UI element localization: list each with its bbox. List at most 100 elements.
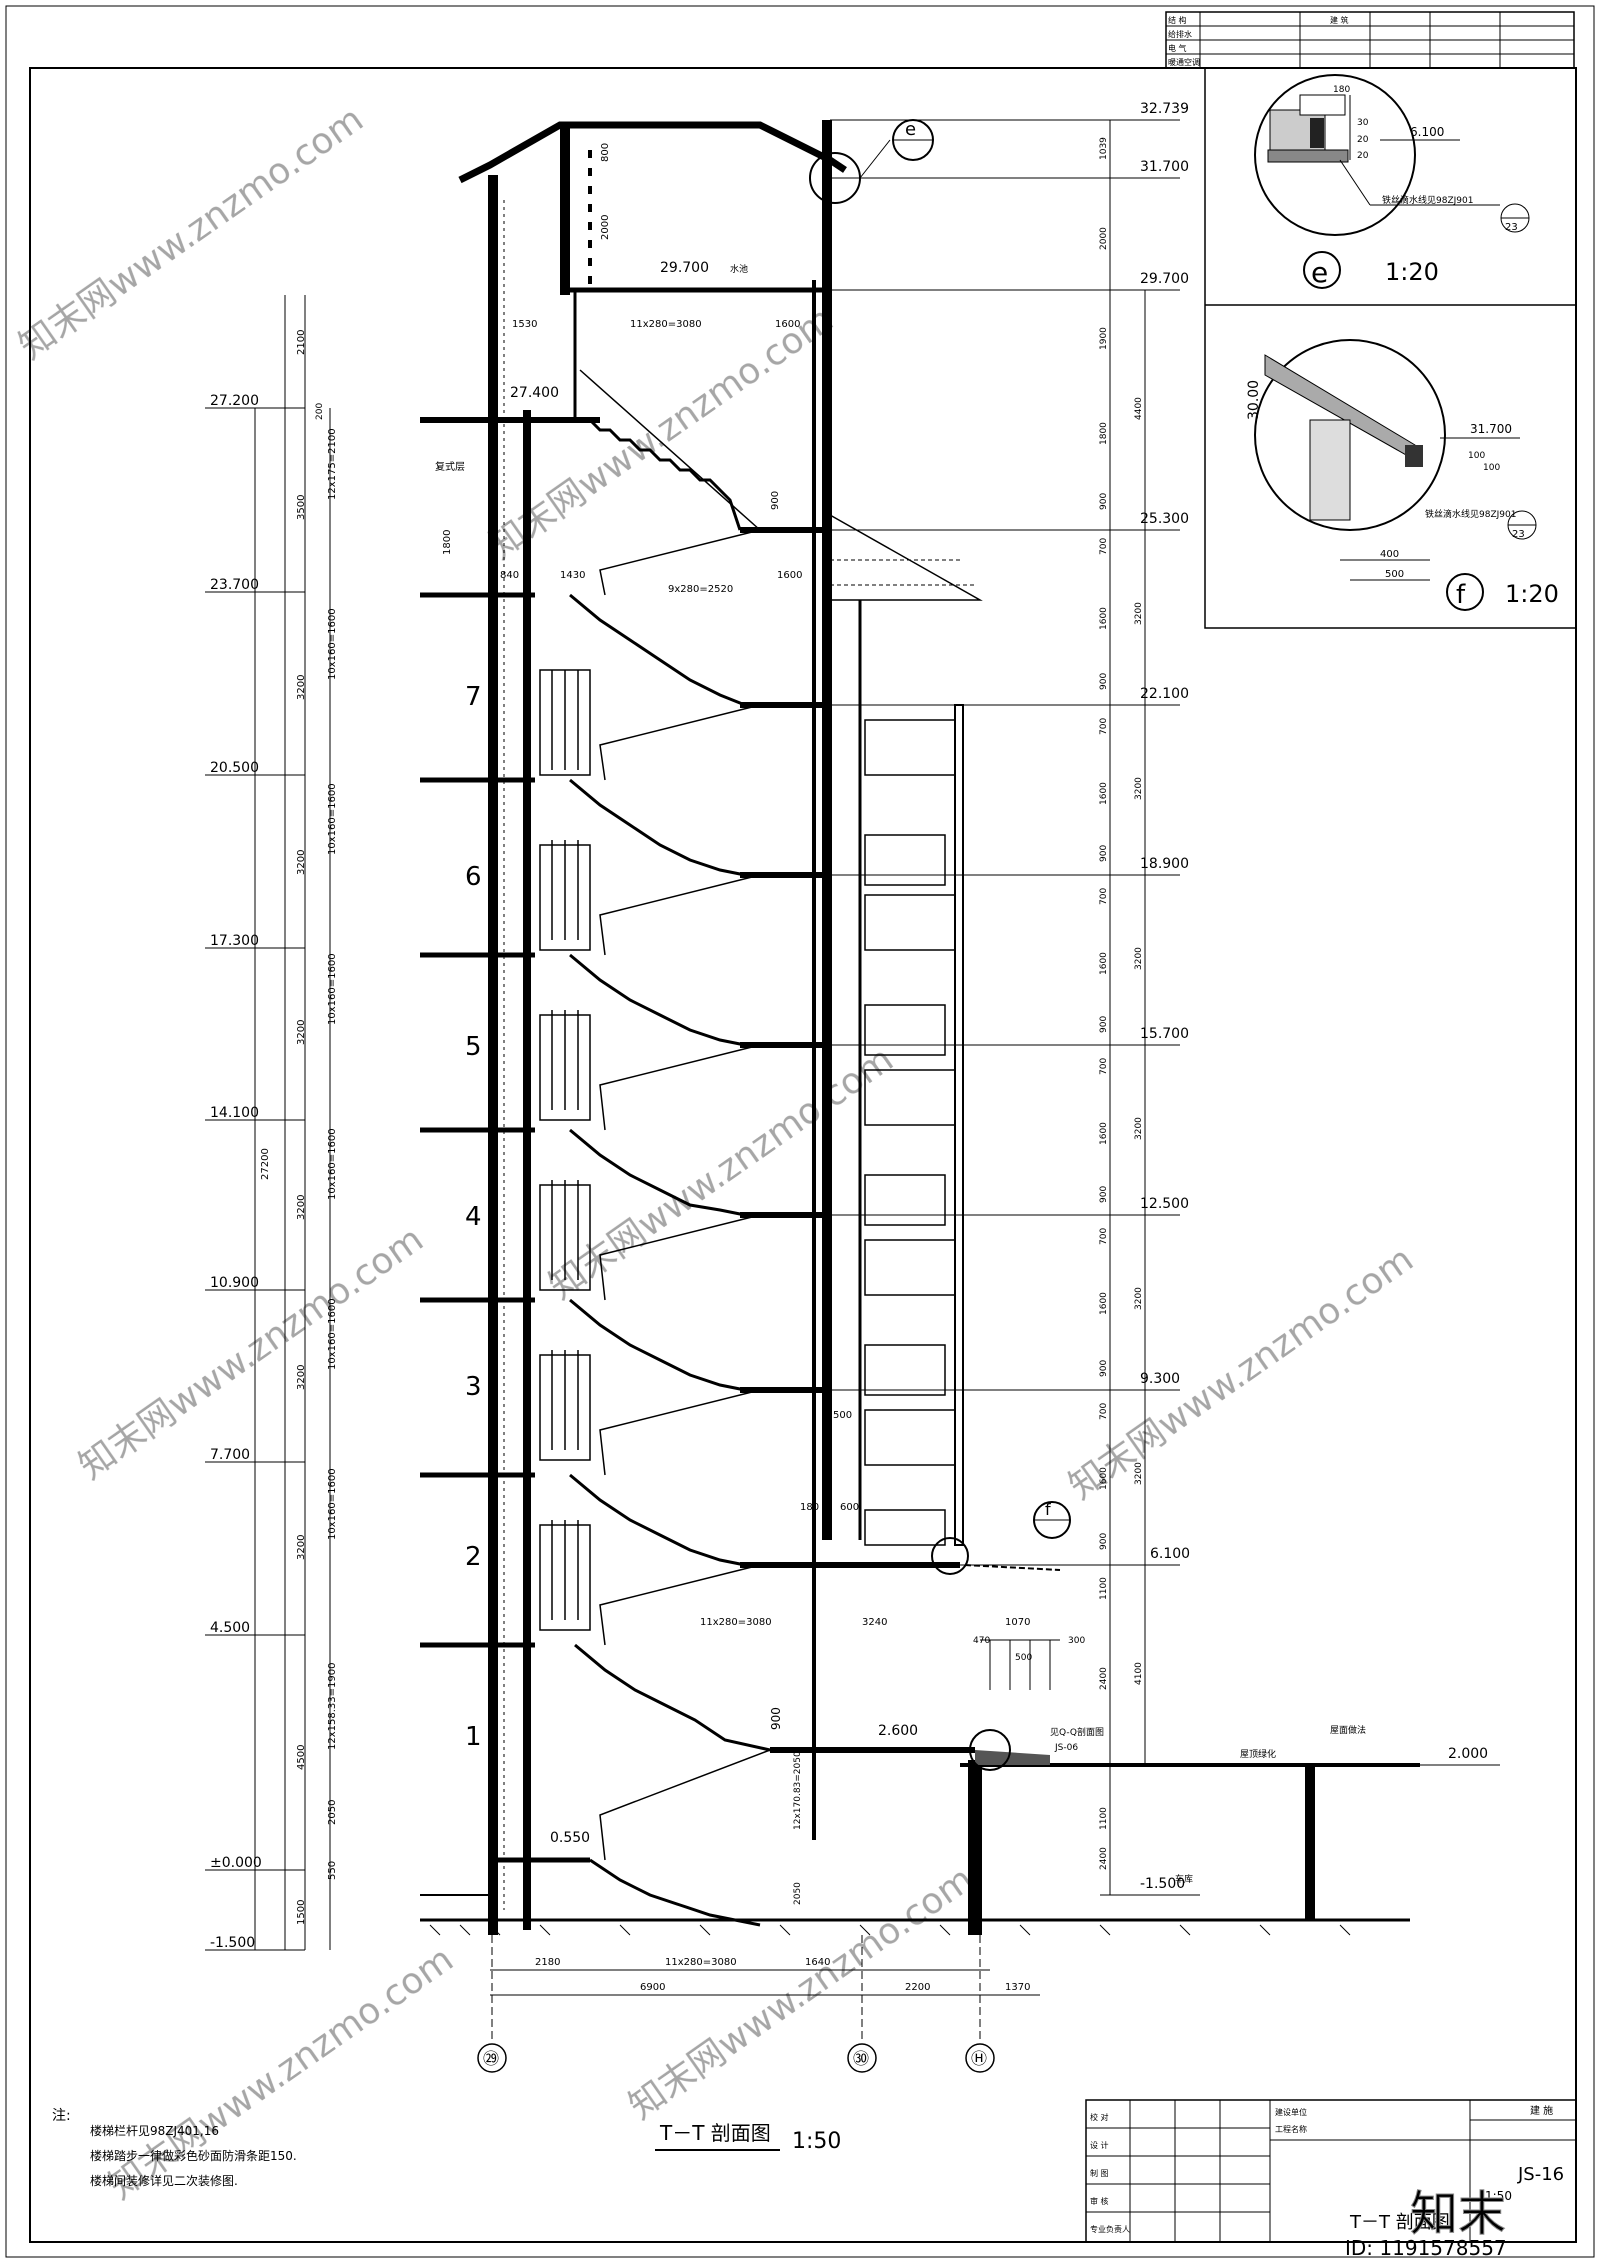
- right-dim-outer: 3200: [1134, 1462, 1144, 1485]
- mid-dim: 500: [833, 1410, 852, 1421]
- drawing-scale: 1:50: [792, 2129, 841, 2154]
- left-dim-outer: 1500: [296, 1900, 307, 1925]
- detail-f-dim: 100: [1468, 451, 1485, 461]
- right-dim: 1600: [1099, 1122, 1109, 1145]
- detail-f-ref: 23: [1512, 529, 1525, 540]
- right-dim: 700: [1099, 1058, 1109, 1075]
- top-dim: 11x280=3080: [630, 319, 702, 330]
- top-dim: 800: [600, 143, 611, 162]
- sheet-border-inner: [29, 67, 1577, 2243]
- lower-dim: 3240: [862, 1617, 887, 1628]
- bottom-dim: 2180: [535, 1957, 560, 1968]
- right-elevation-label: -1.500: [1140, 1876, 1185, 1892]
- notes-line: 楼梯栏杆见98ZJ401,16: [90, 2123, 219, 2138]
- detail-f-letter: f: [1456, 580, 1466, 610]
- right-elevation-label: 29.700: [1140, 271, 1189, 287]
- right-dim: 1600: [1099, 952, 1109, 975]
- axis-label: ㉙: [483, 2049, 499, 2068]
- water-tank-level: 29.700: [660, 260, 709, 276]
- notes-line: 楼梯踏步一律做彩色砂面防滑条距150.: [90, 2148, 297, 2163]
- right-dim: 700: [1099, 718, 1109, 735]
- left-dim-inner: 10x160=1600: [327, 1128, 338, 1200]
- top-table-cell: 结 构: [1168, 15, 1187, 25]
- right-elevation-label: 6.100: [1150, 1546, 1190, 1562]
- left-misc-dim: 1800: [442, 530, 453, 555]
- left-dim-inner: 10x160=1600: [327, 783, 338, 855]
- left-dim-outer: 3200: [296, 675, 307, 700]
- elevation-label: 10.900: [210, 1275, 259, 1291]
- top-table-cell: 电 气: [1168, 43, 1187, 53]
- detail-f: 30.00 31.700 100 100 铁丝滴水线见98ZJ901 23 40…: [1246, 339, 1559, 611]
- right-dim: 900: [1099, 673, 1109, 690]
- watermark: 知末网www.znzmo.com: [542, 1039, 901, 1308]
- detail-f-note: 铁丝滴水线见98ZJ901: [1425, 508, 1516, 520]
- lower-dim: 900: [769, 1707, 783, 1730]
- interior-dimensions: 1530 11x280=3080 1600 800 2000 9x280=252…: [512, 143, 1085, 1905]
- right-elevation-label: 2.000: [1448, 1746, 1488, 1762]
- title-row-label: 审 核: [1090, 2196, 1109, 2206]
- mid-dim: 1600: [777, 570, 802, 581]
- axis-label: Ⓗ: [971, 2049, 987, 2068]
- right-elevation-label: 9.300: [1140, 1371, 1180, 1387]
- right-dim: 1900: [1099, 327, 1109, 350]
- lower-dim: 2050: [793, 1882, 803, 1905]
- notes: 注: 楼梯栏杆见98ZJ401,16 楼梯踏步一律做彩色砂面防滑条距150. 楼…: [52, 2108, 297, 2188]
- right-dim: 900: [1099, 1016, 1109, 1033]
- right-dim-outer: 3200: [1134, 1117, 1144, 1140]
- right-dim: 900: [1099, 845, 1109, 862]
- elevation-label: 17.300: [210, 933, 259, 949]
- wall-section-note: 见Q-Q剖面图: [1050, 1726, 1104, 1738]
- lower-dim: 1070: [1005, 1617, 1030, 1628]
- title-row-label: 设 计: [1090, 2140, 1109, 2150]
- title-scale: 1:50: [1485, 2189, 1512, 2203]
- top-dim: 1530: [512, 319, 537, 330]
- left-dim-outer: 3200: [296, 1535, 307, 1560]
- top-table-cell: 暖通空调: [1168, 57, 1200, 67]
- right-dim: 1600: [1099, 1467, 1109, 1490]
- left-misc-dim: 1430: [560, 570, 585, 581]
- right-dim: 900: [1099, 1533, 1109, 1550]
- wall-ref-note: JS-06: [1054, 1743, 1078, 1753]
- title-row-label: 制 图: [1090, 2168, 1109, 2178]
- right-dim-outer: 3200: [1134, 777, 1144, 800]
- left-dim-inner: 12x175=2100: [327, 428, 338, 500]
- carport-label: 车库: [1175, 1873, 1193, 1885]
- detail-f-scale: 1:20: [1505, 580, 1559, 608]
- mid-dim: 900: [770, 491, 781, 510]
- right-dim-outer: 3200: [1134, 947, 1144, 970]
- detail-e-note: 铁丝滴水线见98ZJ901: [1382, 194, 1473, 206]
- logo: 知末: [1410, 2186, 1506, 2242]
- left-dim-inner: 550: [327, 1861, 338, 1880]
- top-table-cell: 建 筑: [1330, 15, 1349, 25]
- bottom-dim: 11x280=3080: [665, 1957, 737, 1968]
- upper-landing-level: 27.400: [510, 385, 559, 401]
- floor-number: 2: [465, 1542, 482, 1572]
- right-dim: 1600: [1099, 1292, 1109, 1315]
- left-dim-inner: 10x160=1600: [327, 608, 338, 680]
- right-elevation-label: 18.900: [1140, 856, 1189, 872]
- title-project-label: 工程名称: [1275, 2124, 1307, 2134]
- title-row-label: 专业负责人: [1090, 2224, 1130, 2234]
- title-row-label: 校 对: [1090, 2112, 1109, 2122]
- left-dim-outer: 4500: [296, 1745, 307, 1770]
- floor-number: 3: [465, 1372, 482, 1402]
- top-dim: 1600: [775, 319, 800, 330]
- podium-level: 2.600: [878, 1723, 918, 1739]
- bottom-dim: 1370: [1005, 1982, 1030, 1993]
- top-table-cell: 给排水: [1168, 29, 1192, 39]
- detail-f-dim: 400: [1380, 549, 1399, 560]
- detail-e-level: 6.100: [1410, 125, 1444, 139]
- section-ref-e: e: [905, 119, 916, 140]
- section-ref-f: f: [1045, 1500, 1051, 1519]
- floor-number: 1: [465, 1722, 482, 1752]
- detail-e-dim: 30: [1357, 118, 1369, 128]
- bottom-dim: 1640: [805, 1957, 830, 1968]
- detail-e-ref: 23: [1505, 222, 1518, 233]
- title-project-label: 建设单位: [1275, 2107, 1307, 2117]
- watermark: 知末网www.znzmo.com: [72, 1219, 431, 1488]
- lower-dim: 12x170.83=2050: [793, 1751, 803, 1830]
- left-dim-outer: 3200: [296, 1020, 307, 1045]
- detail-f-marker: [1446, 573, 1484, 611]
- floor-number: 5: [465, 1032, 482, 1062]
- elevation-label: 7.700: [210, 1447, 250, 1463]
